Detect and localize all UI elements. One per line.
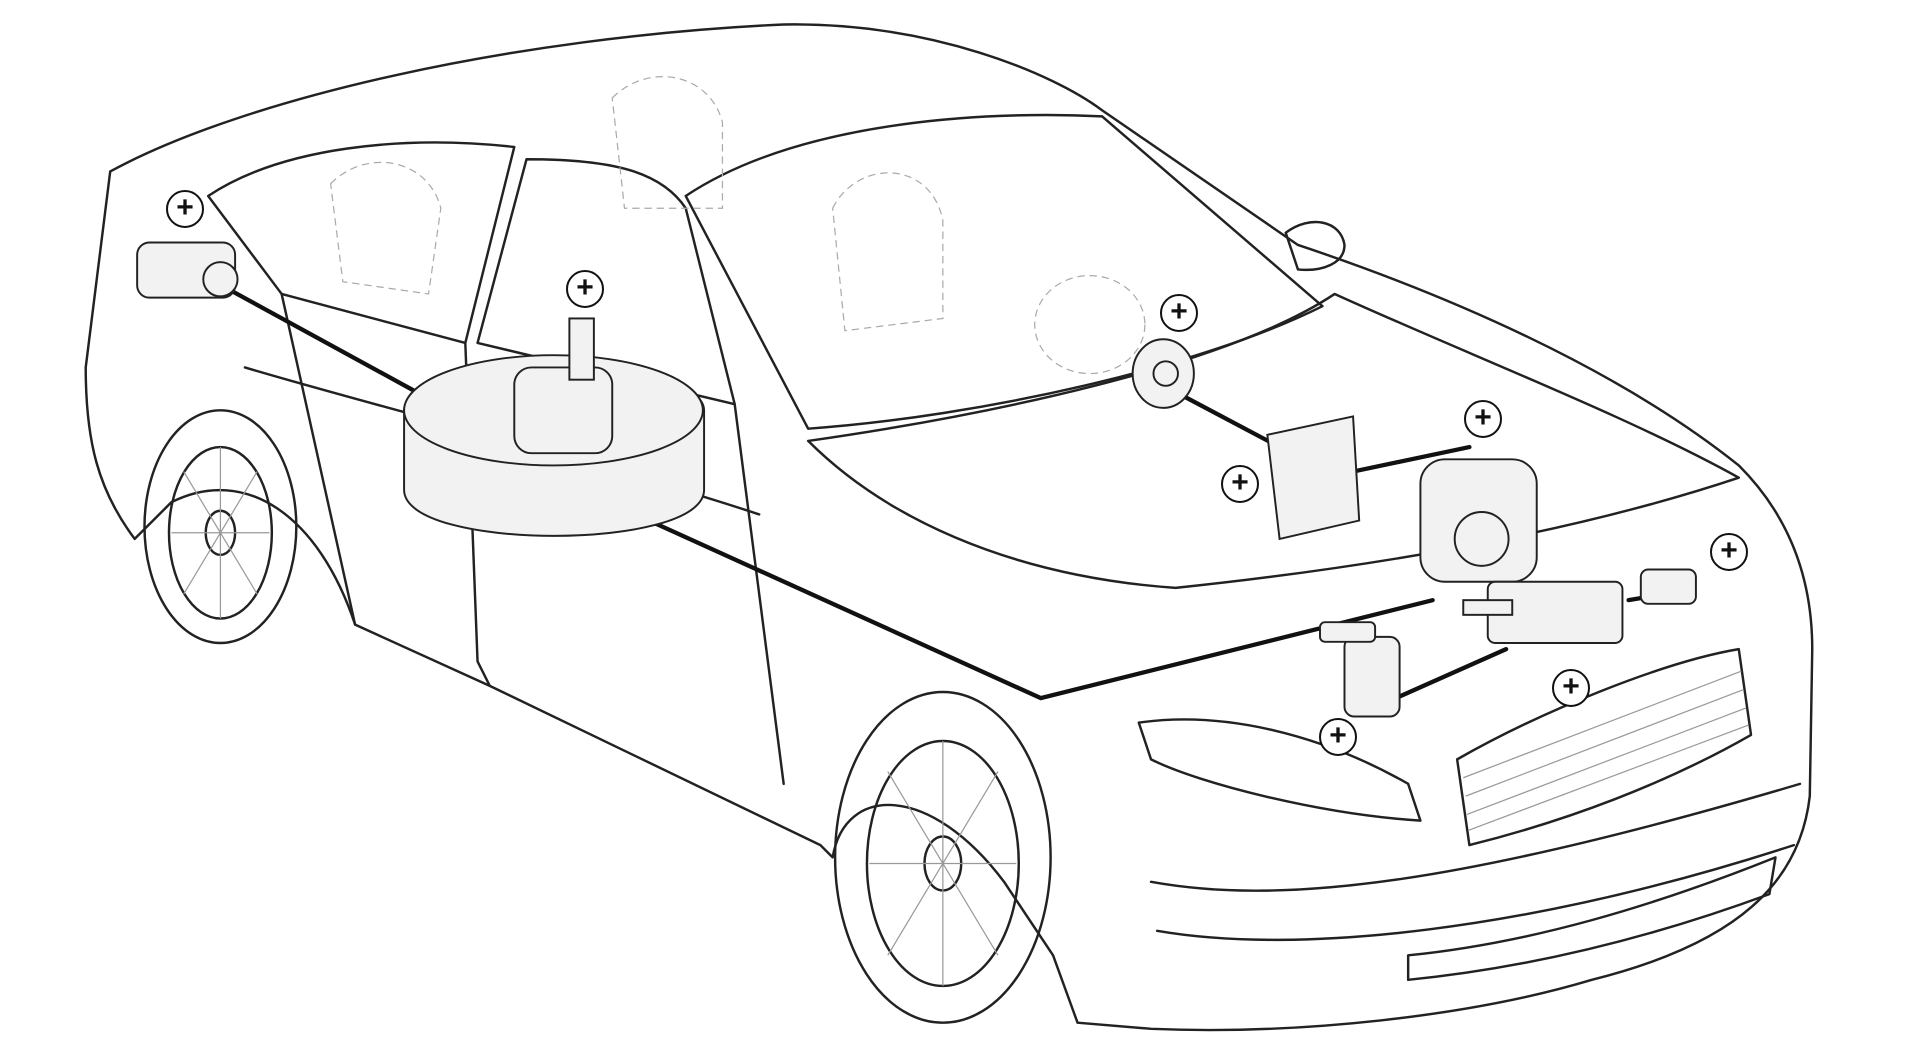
plus-icon: + (1562, 670, 1580, 703)
hotspot-ecu[interactable]: + (1221, 465, 1259, 503)
components (136, 241, 1697, 718)
hotspot-rear-valve[interactable]: + (166, 190, 204, 228)
wheels (143, 409, 1052, 1024)
plus-icon: + (176, 191, 194, 224)
car-body (84, 23, 1814, 1032)
plus-icon: + (1720, 534, 1738, 567)
hotspot-gas-filter[interactable]: + (1319, 718, 1357, 756)
lpg-tank-part (403, 317, 706, 537)
plus-icon: + (1329, 719, 1347, 752)
hotspot-switch[interactable]: + (1160, 294, 1198, 332)
wiring (230, 289, 1668, 701)
filter-part (1319, 621, 1401, 718)
plus-icon: + (1474, 401, 1492, 434)
plus-icon: + (1170, 295, 1188, 328)
hotspot-pressure-sensor[interactable]: + (1710, 533, 1748, 571)
injector-rail-part (1462, 580, 1624, 644)
rear-valve-part (136, 241, 239, 299)
hotspot-reducer[interactable]: + (1464, 400, 1502, 438)
reducer-part (1419, 458, 1538, 583)
sensor-part (1639, 568, 1697, 605)
ecu-part (1266, 415, 1361, 541)
switch-part (1131, 338, 1195, 409)
plus-icon: + (1231, 466, 1249, 499)
plus-icon: + (576, 271, 594, 304)
hotspot-tank-multivalve[interactable]: + (566, 270, 604, 308)
hotspot-injector-rail[interactable]: + (1552, 669, 1590, 707)
